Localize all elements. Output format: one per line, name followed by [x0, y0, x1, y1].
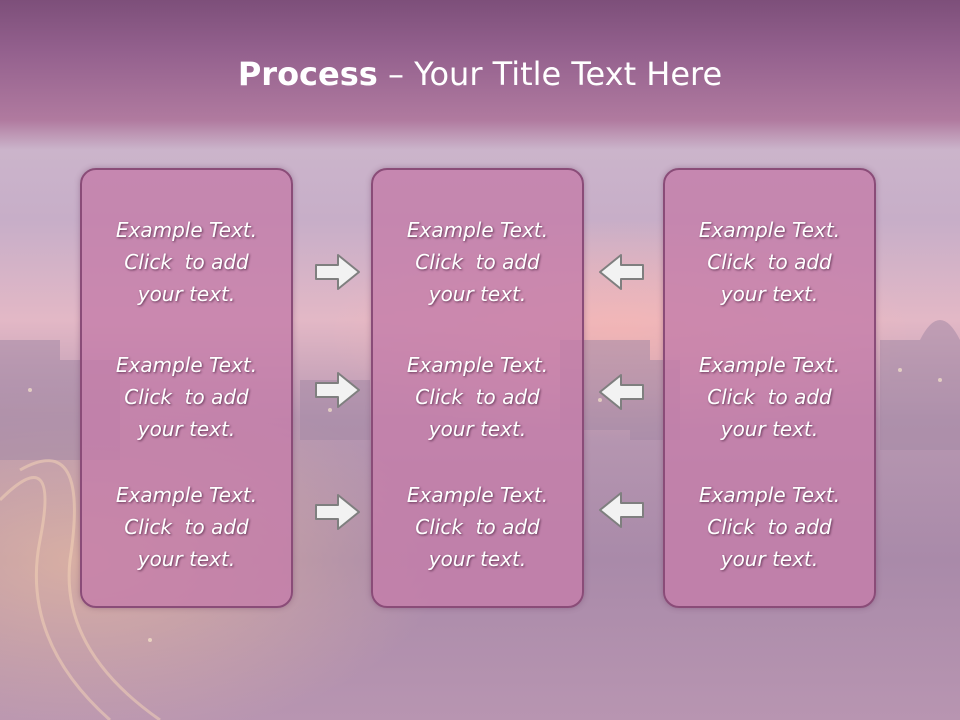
- right-text-box[interactable]: Example Text. Click to add your text. Ex…: [663, 168, 876, 608]
- text-line: Example Text.: [115, 218, 258, 242]
- text-line: Example Text.: [115, 353, 258, 377]
- text-line: Click to add: [415, 515, 540, 539]
- text-line: Click to add: [415, 385, 540, 409]
- text-line: your text.: [720, 547, 819, 571]
- left-arrow-icon[interactable]: [597, 252, 645, 292]
- text-line: Example Text.: [698, 353, 841, 377]
- text-item[interactable]: Example Text. Click to add your text.: [665, 214, 874, 310]
- text-line: Click to add: [415, 250, 540, 274]
- left-text-box[interactable]: Example Text. Click to add your text. Ex…: [80, 168, 293, 608]
- text-line: your text.: [720, 417, 819, 441]
- text-item[interactable]: Example Text. Click to add your text.: [665, 479, 874, 575]
- text-line: Click to add: [124, 515, 249, 539]
- text-line: Click to add: [707, 385, 832, 409]
- title-rest-text: Your Title Text Here: [414, 55, 723, 93]
- text-line: Click to add: [124, 250, 249, 274]
- text-line: your text.: [137, 547, 236, 571]
- text-line: Example Text.: [406, 218, 549, 242]
- text-line: Example Text.: [406, 353, 549, 377]
- text-line: your text.: [137, 417, 236, 441]
- text-line: Example Text.: [698, 218, 841, 242]
- text-line: Example Text.: [115, 483, 258, 507]
- text-line: Click to add: [124, 385, 249, 409]
- title-band: [0, 0, 960, 150]
- title-separator: –: [377, 55, 415, 93]
- text-line: Example Text.: [406, 483, 549, 507]
- title-bold-text: Process: [237, 55, 378, 93]
- text-line: Click to add: [707, 250, 832, 274]
- text-item[interactable]: Example Text. Click to add your text.: [82, 214, 291, 310]
- text-line: your text.: [428, 547, 527, 571]
- right-arrow-icon[interactable]: [314, 370, 362, 410]
- slide-title[interactable]: Process – Your Title Text Here: [0, 52, 960, 96]
- text-line: your text.: [137, 282, 236, 306]
- right-arrow-icon[interactable]: [314, 252, 362, 292]
- text-item[interactable]: Example Text. Click to add your text.: [82, 349, 291, 445]
- text-line: Click to add: [707, 515, 832, 539]
- left-arrow-icon[interactable]: [597, 490, 645, 530]
- middle-text-box[interactable]: Example Text. Click to add your text. Ex…: [371, 168, 584, 608]
- text-line: your text.: [720, 282, 819, 306]
- text-item[interactable]: Example Text. Click to add your text.: [373, 479, 582, 575]
- text-item[interactable]: Example Text. Click to add your text.: [82, 479, 291, 575]
- text-item[interactable]: Example Text. Click to add your text.: [665, 349, 874, 445]
- text-line: your text.: [428, 282, 527, 306]
- text-line: your text.: [428, 417, 527, 441]
- right-arrow-icon[interactable]: [314, 492, 362, 532]
- text-line: Example Text.: [698, 483, 841, 507]
- text-item[interactable]: Example Text. Click to add your text.: [373, 214, 582, 310]
- left-arrow-icon[interactable]: [597, 372, 645, 412]
- text-item[interactable]: Example Text. Click to add your text.: [373, 349, 582, 445]
